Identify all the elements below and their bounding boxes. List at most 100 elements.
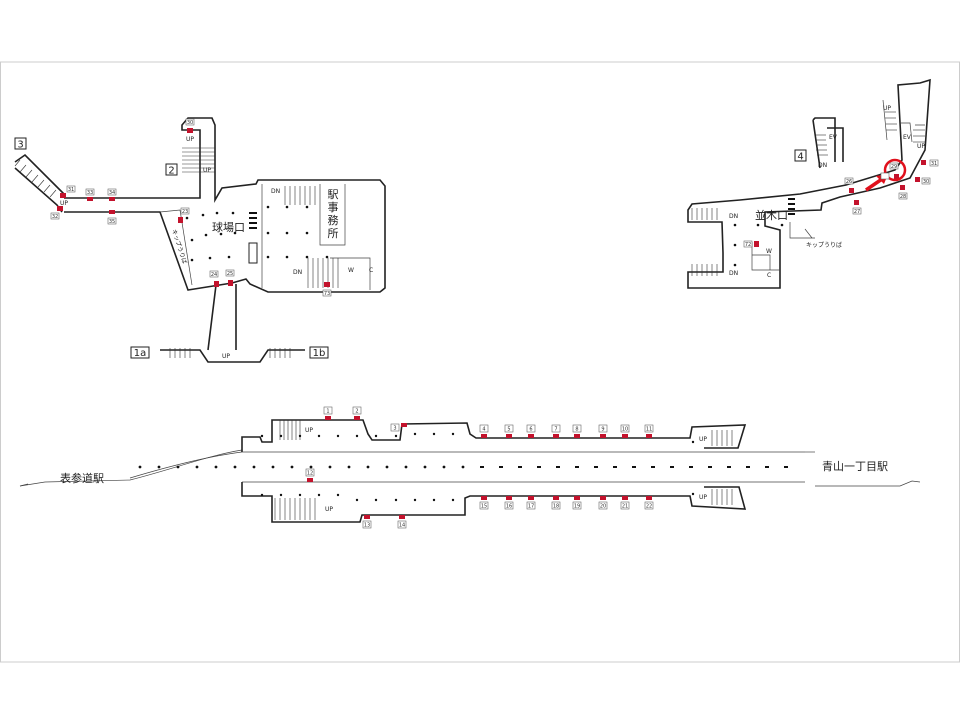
car-position-label: 4 <box>482 427 485 433</box>
track-dash <box>518 466 522 468</box>
track-dot <box>309 465 313 469</box>
platform-pillar-dots <box>260 432 695 502</box>
gate-bars <box>248 212 258 264</box>
track-dot <box>176 465 180 469</box>
pillar-dot <box>279 493 283 497</box>
track-dash <box>651 466 655 468</box>
track-dash <box>727 466 731 468</box>
ticket-office-label: キップうりば <box>806 241 842 249</box>
svg-text:73: 73 <box>324 291 330 297</box>
car-position-bottom: 21 <box>620 496 630 510</box>
track-dash <box>537 466 541 468</box>
car-position-markers-namiki: 26 27 28 29 30 31 72 <box>743 159 939 248</box>
car-position-label: 7 <box>554 427 557 433</box>
omotesando-station-label: 表参道駅 <box>60 471 104 485</box>
track-dot <box>385 465 389 469</box>
track-dot <box>461 465 465 469</box>
exit-3-marker <box>14 137 27 150</box>
svg-text:34: 34 <box>109 190 115 196</box>
track-dash <box>499 466 503 468</box>
track-dot <box>347 465 351 469</box>
car-position-label: 5 <box>507 427 510 433</box>
pillar-dot <box>298 434 302 438</box>
c-sign: C <box>767 272 771 279</box>
track-dot <box>252 465 256 469</box>
car-position-top: 2 <box>352 406 362 420</box>
track-dot <box>442 465 446 469</box>
car-position-label: 11 <box>646 427 652 433</box>
car-position-top: 10 <box>620 424 630 438</box>
up-sign: UP <box>203 167 211 174</box>
car-position-top: 1 <box>323 406 333 420</box>
car-position-top: 9 <box>598 424 608 438</box>
track-dash <box>689 466 693 468</box>
pillar-dot <box>260 434 264 438</box>
track-dot <box>233 465 237 469</box>
track-dash <box>594 466 598 468</box>
svg-text:事: 事 <box>328 201 339 214</box>
kyujo-gate-label: 球場口 <box>212 220 245 234</box>
car-position-label: 21 <box>622 504 628 510</box>
svg-text:駅: 駅 <box>328 188 339 201</box>
car-position-label: 1 <box>326 409 329 415</box>
track-dot <box>138 465 142 469</box>
pillar-dot <box>374 498 378 502</box>
svg-text:72: 72 <box>745 242 751 248</box>
up-sign: UP <box>883 105 891 112</box>
pillar-dot <box>374 434 378 438</box>
up-sign: UP <box>60 200 68 207</box>
pillar-dot <box>451 498 455 502</box>
exit-1a-marker <box>130 346 150 359</box>
pillar-dot <box>432 498 436 502</box>
pillar-dot <box>413 498 417 502</box>
car-position-markers-kyujo: 30 31 32 33 34 35 23 24 25 73 <box>50 118 332 297</box>
track-dot <box>404 465 408 469</box>
pillar-dot <box>355 498 359 502</box>
station-office-label: 駅事 務所 <box>328 188 339 240</box>
car-position-bottom: 18 <box>551 496 561 510</box>
c-sign: C <box>369 267 373 274</box>
car-position-bottom: 13 <box>362 515 372 529</box>
car-position-bottom: 12 <box>305 468 315 482</box>
car-position-label: 10 <box>622 427 628 433</box>
map-frame <box>0 61 960 663</box>
toilet-sign: W <box>766 248 772 255</box>
elevator-sign: EV <box>829 134 838 141</box>
namiki-gate-label: 並木口 <box>755 208 788 222</box>
track-dash <box>575 466 579 468</box>
svg-text:30: 30 <box>923 179 929 185</box>
car-position-label: 8 <box>575 427 578 433</box>
track-dash <box>784 466 788 468</box>
track-dash <box>765 466 769 468</box>
track-dot <box>423 465 427 469</box>
namiki-concourse: 4 並木口 キップうりば DN DN DN EV EV UP UP W C 26… <box>687 78 939 289</box>
svg-text:30: 30 <box>187 120 193 126</box>
up-sign: UP <box>222 353 230 360</box>
svg-text:35: 35 <box>109 219 115 225</box>
car-position-label: 6 <box>529 427 532 433</box>
dn-sign: DN <box>271 188 280 195</box>
car-position-label: 22 <box>646 504 652 510</box>
track-dash <box>746 466 750 468</box>
pillar-dot <box>451 432 455 436</box>
car-position-label: 3 <box>393 426 396 432</box>
svg-text:25: 25 <box>227 271 233 277</box>
pillar-dot <box>355 434 359 438</box>
track-dash <box>708 466 712 468</box>
car-position-label: 15 <box>481 504 487 510</box>
pillar-dot <box>317 493 321 497</box>
car-position-label: 9 <box>601 427 604 433</box>
car-position-label: 14 <box>399 523 405 529</box>
svg-text:33: 33 <box>87 190 93 196</box>
up-sign: UP <box>699 494 707 501</box>
svg-text:27: 27 <box>854 209 860 215</box>
track-center-dots <box>138 465 788 469</box>
up-sign: UP <box>305 427 313 434</box>
car-position-label: 2 <box>355 409 358 415</box>
aoyama-itchome-station-label: 青山一丁目駅 <box>822 460 888 473</box>
car-position-bottom: 14 <box>397 515 407 529</box>
track-dot <box>271 465 275 469</box>
pillar-dot <box>298 493 302 497</box>
